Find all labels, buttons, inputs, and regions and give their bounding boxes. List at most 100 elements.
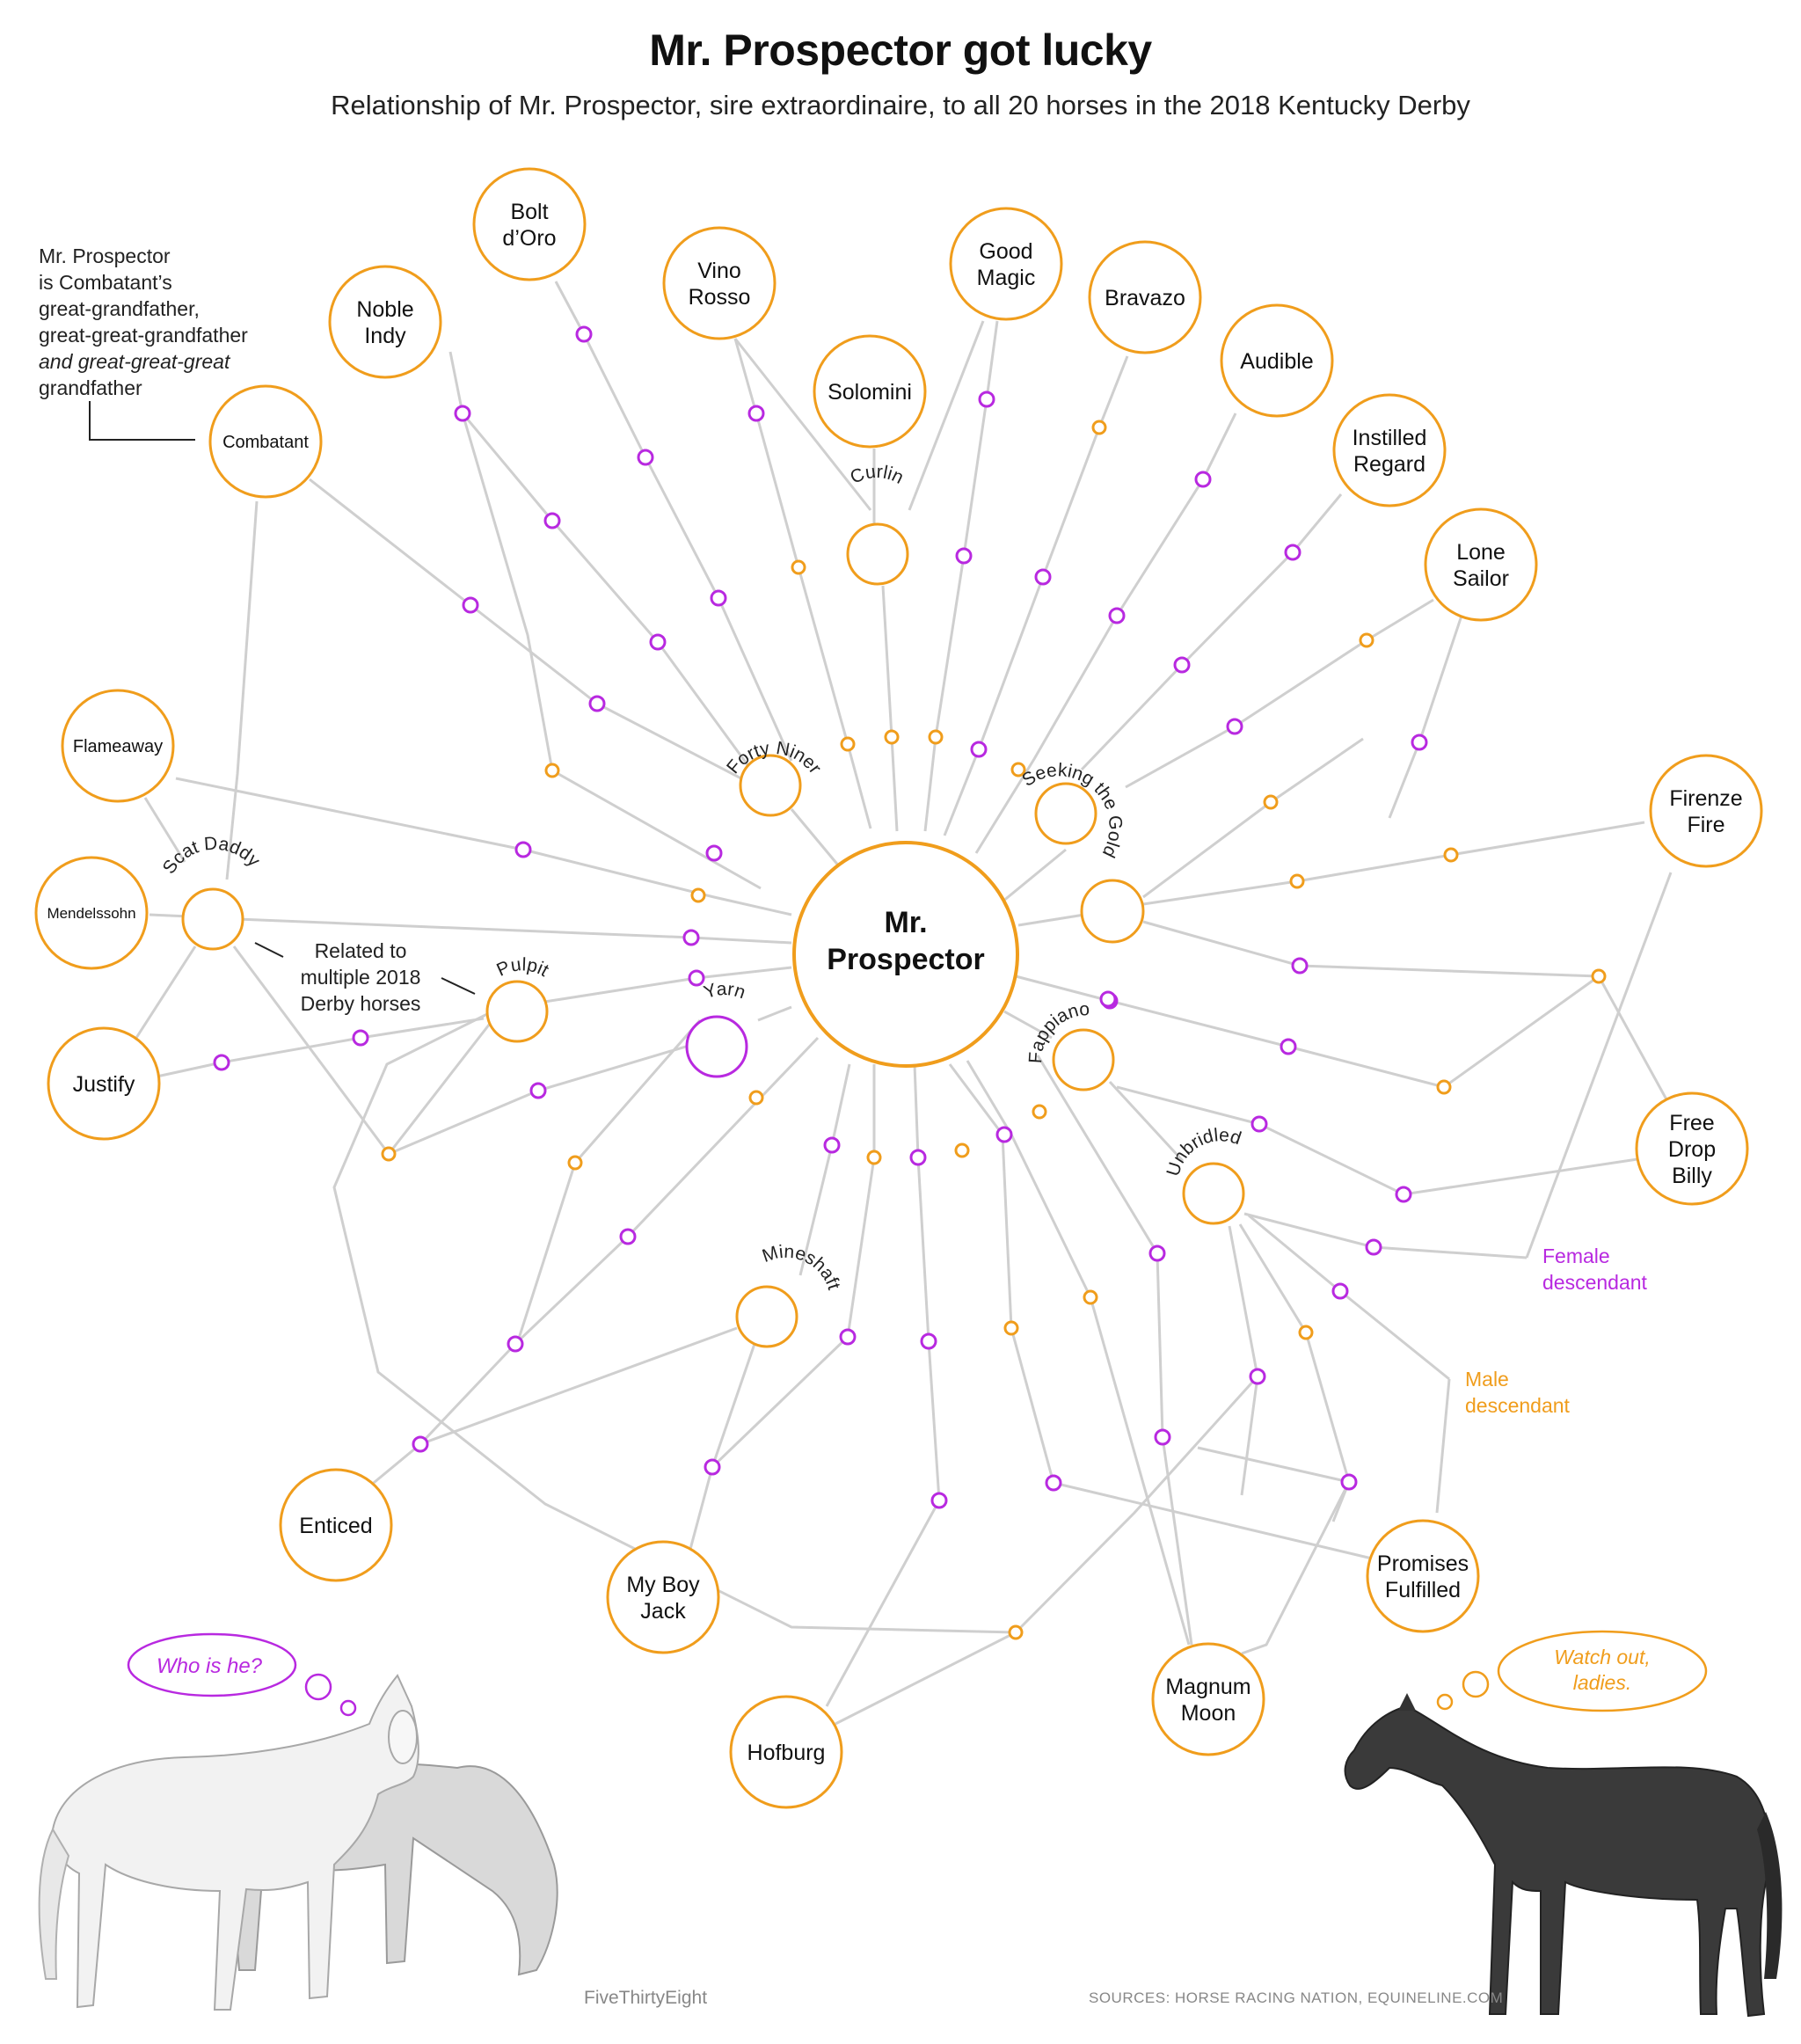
horse-node-hofburg[interactable]: Hofburg — [729, 1695, 843, 1809]
male-dot — [954, 1142, 970, 1158]
line-magnum — [1014, 1375, 1259, 1634]
horse-circle — [472, 167, 587, 281]
female-dot — [1395, 1186, 1412, 1203]
horse-node-audible[interactable]: Audible — [1220, 303, 1334, 418]
female-dot — [1226, 718, 1243, 735]
line-lone-2 — [1125, 598, 1434, 789]
horse-name-line: Magic — [977, 266, 1036, 290]
horse-circle — [34, 856, 149, 970]
horse-name-line: Fire — [1687, 813, 1724, 837]
female-dot — [823, 1136, 841, 1154]
sire-labels: Forty Niner Curlin Seeking the Gold Scat… — [159, 462, 1244, 1292]
note-line: multiple 2018 — [300, 966, 421, 989]
note-line: is Combatant’s — [39, 271, 172, 294]
unbridled-node — [1182, 1162, 1245, 1225]
horse-name-line: Indy — [364, 324, 406, 348]
horse-node-bravazo[interactable]: Bravazo — [1088, 240, 1202, 354]
horse-node-combatant[interactable]: Combatant — [208, 384, 323, 499]
horse-name-line: Free — [1669, 1111, 1714, 1135]
right-thought-line1: Watch out, — [1554, 1646, 1651, 1668]
horse-node-flameaway[interactable]: Flameaway — [61, 689, 175, 803]
line-mineshaft-2 — [711, 1343, 756, 1468]
line-vino-2 — [733, 338, 872, 511]
left-thought-text: Who is he? — [157, 1654, 263, 1678]
horse-name-line: Bravazo — [1105, 286, 1185, 310]
male-dot — [690, 887, 706, 903]
note-line: and great-great-great — [39, 350, 230, 373]
line-unbridled-d — [1238, 1223, 1351, 1522]
horse-name-line: Rosso — [689, 285, 751, 310]
line-combatant-2 — [225, 500, 259, 880]
horse-node-enticed[interactable]: Enticed — [279, 1468, 393, 1582]
white-horses-illustration — [38, 1674, 558, 2011]
female-dot — [454, 405, 471, 422]
female-dot — [930, 1492, 948, 1509]
female-dot — [1340, 1473, 1358, 1491]
line-firenze-2 — [1525, 872, 1673, 1259]
note-line: great-great-grandfather — [39, 324, 248, 347]
horse-name-line: Justify — [73, 1072, 135, 1097]
horse-node-mendelssohn[interactable]: Mendelssohn — [34, 856, 149, 970]
line-scat-justify — [135, 945, 197, 1039]
line-yarn — [757, 1005, 792, 1022]
male-dot — [1263, 794, 1279, 810]
horse-name-line: Vino — [697, 259, 741, 283]
horse-circle — [1366, 1519, 1480, 1633]
female-dot — [978, 391, 995, 408]
line-combatant — [309, 478, 759, 789]
female-dot — [514, 841, 532, 858]
horse-name-line: Firenze — [1669, 786, 1742, 811]
horse-name-line: Fulfilled — [1385, 1578, 1461, 1602]
female-dot — [710, 589, 727, 607]
note-line: Derby horses — [300, 992, 421, 1015]
female-dot — [705, 844, 723, 862]
horse-name-line: Sailor — [1453, 566, 1509, 591]
legend-line: descendant — [1542, 1271, 1647, 1294]
pulpit-label: Pulpit — [493, 954, 552, 981]
female-dot — [1034, 568, 1052, 586]
female-dot — [1411, 734, 1428, 751]
horse-node-justify[interactable]: Justify — [47, 1026, 161, 1141]
line-pulpit-justify — [140, 1017, 485, 1082]
line-magnum-2 — [1241, 1481, 1351, 1655]
male-dot — [1003, 1320, 1019, 1336]
legend-female: Female descendant — [1542, 1243, 1647, 1296]
female-dot — [1249, 1368, 1266, 1385]
horse-name-line: Jack — [640, 1599, 686, 1624]
female-dot — [462, 596, 479, 614]
horse-name-line: Noble — [356, 297, 413, 322]
yarn-node[interactable] — [685, 1015, 748, 1078]
female-dot — [543, 512, 561, 529]
line-firenze — [1142, 821, 1645, 906]
multiple-horses-annotation: Related to multiple 2018 Derby horses — [290, 938, 431, 1017]
pulpit-node — [485, 980, 549, 1043]
horse-node-solomini[interactable]: Solomini — [813, 334, 927, 449]
female-dot — [352, 1029, 369, 1047]
horse-name-line: Solomini — [828, 380, 912, 405]
left-thought-bubble: Who is he? — [127, 1632, 357, 1717]
female-dot — [1280, 1038, 1297, 1055]
mr-prospector-node[interactable]: Mr. Prospector — [792, 841, 1019, 1068]
female-dot — [688, 969, 705, 987]
female-dot — [1045, 1474, 1062, 1492]
line-unbridled-a — [1108, 1080, 1185, 1163]
line-noble-2 — [461, 412, 762, 890]
horse-name-line: Mendelssohn — [47, 905, 135, 922]
pulpit-leader-line — [441, 977, 476, 995]
horse-name-line: Bolt — [510, 200, 548, 224]
sire-nodes — [181, 522, 1245, 1348]
male-dot — [1032, 1104, 1047, 1120]
